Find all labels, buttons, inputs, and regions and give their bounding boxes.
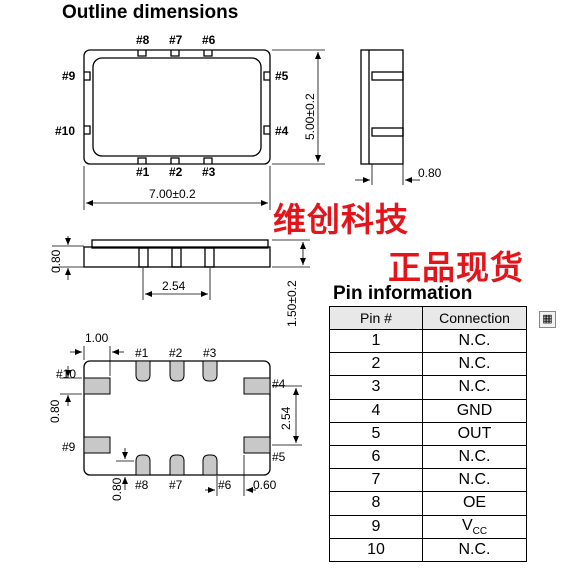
- pin-label: #6: [218, 478, 232, 492]
- gap-dimension: 0.60: [253, 478, 277, 492]
- lead-dimension: 0.80: [418, 166, 442, 180]
- pin-number: 6: [329, 444, 423, 470]
- pin-label: #5: [275, 69, 289, 83]
- pin-connection: OUT: [422, 421, 527, 446]
- pin-label: #4: [275, 124, 289, 138]
- front-view-body: [83, 246, 271, 268]
- overlay-text-genuine: 正品现货: [388, 248, 524, 287]
- pin-number: 3: [329, 375, 423, 400]
- vertical-pitch-dimension: 2.54: [279, 406, 293, 430]
- width-dimension: 7.00±0.2: [149, 187, 196, 201]
- pad-width-dimension: 1.00: [85, 331, 109, 345]
- table-expand-icon[interactable]: ▦: [539, 311, 556, 328]
- overlay-text-company: 维创科技: [273, 200, 409, 239]
- pin-label: #10: [56, 367, 77, 381]
- pad-height-dimension: 0.80: [48, 399, 62, 423]
- pin-label: #9: [62, 69, 76, 83]
- pin-label: #2: [169, 346, 183, 360]
- pin-info-title: Pin information: [333, 283, 473, 304]
- pin-number: 1: [329, 328, 423, 354]
- bottom-pad-dimension: 0.80: [110, 477, 124, 501]
- pin-number: 4: [329, 398, 423, 423]
- pin-label: #7: [169, 33, 183, 47]
- pin-label: #8: [135, 478, 149, 492]
- side-view-body: [360, 49, 404, 165]
- pin-label: #6: [202, 33, 216, 47]
- pin-connection: GND: [422, 398, 527, 423]
- vcc-subscript: CC: [472, 525, 488, 537]
- pin-label: #10: [55, 124, 76, 138]
- pin-number: 7: [329, 468, 423, 493]
- pin-connection: N.C.: [422, 537, 527, 562]
- pin-label: #1: [135, 346, 149, 360]
- column-header-connection: Connection: [422, 306, 527, 330]
- pitch-dimension: 2.54: [162, 279, 186, 293]
- pin-label: #4: [272, 377, 286, 391]
- pin-connection: N.C.: [422, 375, 527, 400]
- pin-number: 9: [329, 514, 423, 539]
- pin-number: 5: [329, 421, 423, 446]
- pin-connection: N.C.: [422, 352, 527, 377]
- total-height-dimension: 1.50±0.2: [285, 280, 299, 327]
- pin-number: 8: [329, 491, 423, 516]
- table-header-row: Pin # Connection: [329, 306, 527, 330]
- pin-connection: N.C.: [422, 328, 527, 354]
- column-header-pin: Pin #: [329, 306, 423, 330]
- pin-label: #2: [169, 165, 183, 179]
- pin-connection: OE: [422, 491, 527, 516]
- pin-label: #8: [136, 33, 150, 47]
- top-view-inner: [92, 57, 262, 157]
- pin-number: 10: [329, 537, 423, 562]
- pin-number: 2: [329, 352, 423, 377]
- top-view-outer: [83, 49, 271, 165]
- vcc-main: V: [461, 516, 473, 534]
- pin-connection: N.C.: [422, 444, 527, 470]
- pin-label: #5: [272, 450, 286, 464]
- pin-connection: N.C.: [422, 468, 527, 493]
- pin-label: #7: [169, 478, 183, 492]
- pin-connection: VCC: [422, 514, 527, 539]
- pin-label: #3: [202, 165, 216, 179]
- pin-label: #3: [203, 346, 217, 360]
- page-title: Outline dimensions: [62, 2, 239, 23]
- pin-label: #9: [62, 440, 76, 454]
- height-dimension: 5.00±0.2: [303, 93, 317, 140]
- front-height-dimension: 0.80: [49, 249, 63, 273]
- pin-label: #1: [136, 165, 150, 179]
